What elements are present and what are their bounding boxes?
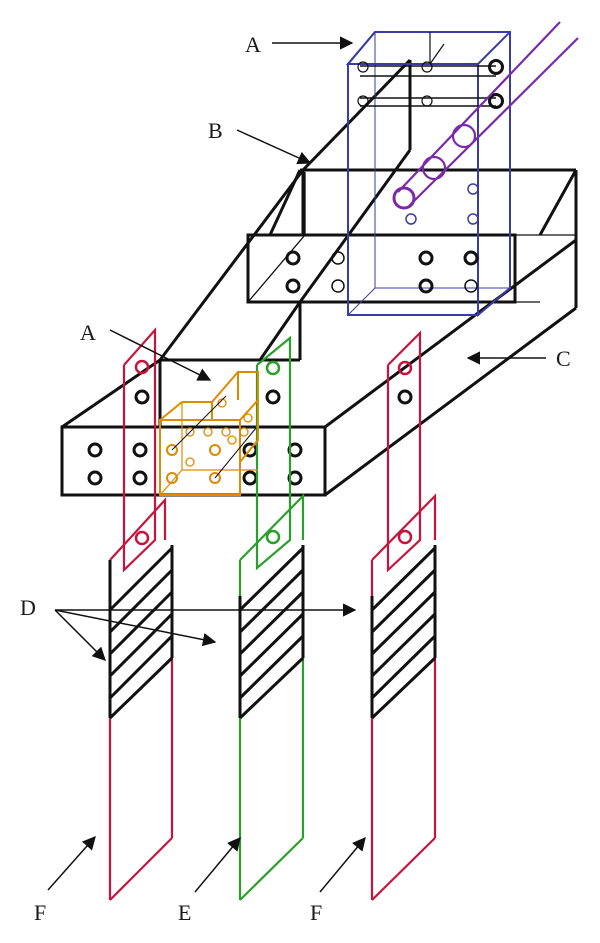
label-f-right: F xyxy=(310,900,322,925)
circle-hole-icon xyxy=(421,95,433,107)
circle-hole-icon xyxy=(405,213,417,225)
label-a-top: A xyxy=(245,32,261,57)
circle-hole-icon xyxy=(265,389,281,405)
circle-hole-icon xyxy=(488,93,504,109)
label-f-left: F xyxy=(34,900,46,925)
arrow-icon xyxy=(47,835,96,891)
top-box-holes xyxy=(357,59,504,225)
circle-hole-icon xyxy=(134,359,150,375)
right-red-strip xyxy=(370,330,437,901)
circle-hole-icon xyxy=(265,360,281,376)
arrow-icon xyxy=(54,609,106,661)
circle-hole-icon xyxy=(467,183,479,195)
label-c: C xyxy=(556,346,571,371)
hatch-middle xyxy=(238,545,305,720)
annotation-arrows xyxy=(47,36,546,893)
circle-hole-icon xyxy=(488,59,504,75)
label-a-left: A xyxy=(80,320,96,345)
arrow-icon xyxy=(194,836,241,893)
angled-rod xyxy=(392,21,579,210)
circle-hole-icon xyxy=(421,61,433,73)
circle-hole-icon xyxy=(467,213,479,225)
label-d: D xyxy=(20,595,36,620)
labels: A B C A D F E F xyxy=(20,32,571,925)
middle-block xyxy=(246,233,517,304)
circle-hole-icon xyxy=(265,529,281,545)
left-red-strip xyxy=(108,327,174,901)
arrow-icon xyxy=(54,609,217,647)
small-clamp-box xyxy=(159,371,259,496)
top-clamp-box xyxy=(345,31,511,318)
arrow-icon xyxy=(109,329,212,381)
arrow-icon xyxy=(319,836,366,893)
label-b: B xyxy=(208,118,223,143)
circle-hole-icon xyxy=(397,389,413,405)
arrow-icon xyxy=(236,129,312,165)
hatch-right xyxy=(370,545,437,720)
circle-hole-icon xyxy=(357,95,369,107)
middle-block-holes xyxy=(285,250,479,294)
circle-hole-icon xyxy=(134,389,150,405)
circle-hole-icon xyxy=(397,360,413,376)
main-frame xyxy=(60,58,578,497)
label-e: E xyxy=(178,900,191,925)
front-bar-holes xyxy=(87,442,303,486)
circle-hole-icon xyxy=(134,530,150,546)
hatch-left xyxy=(108,545,174,720)
circle-hole-icon xyxy=(357,61,369,73)
circle-hole-icon xyxy=(397,529,413,545)
